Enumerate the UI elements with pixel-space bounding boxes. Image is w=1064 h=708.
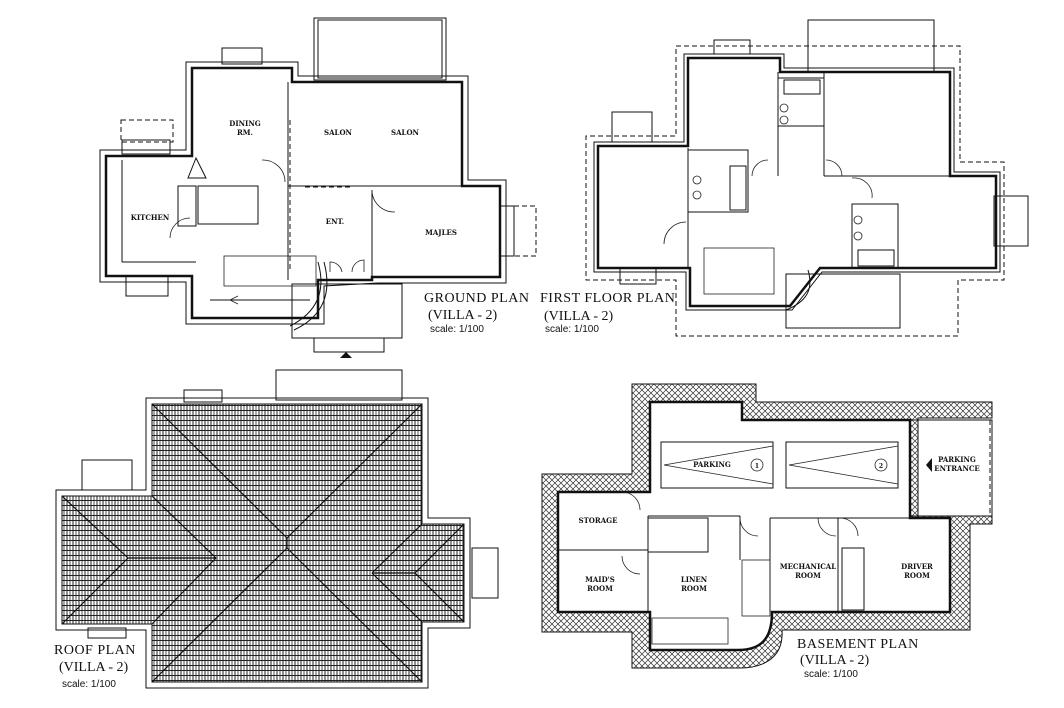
room-label-salon-1: SALON [324,128,353,137]
room-label-driver-1: DRIVER [901,562,933,571]
basement-plan [541,383,993,669]
room-label-mechanical-2: ROOM [795,571,821,580]
room-label-parking-entrance-1: PARKING [938,455,976,464]
room-label-linen-2: ROOM [681,584,707,593]
room-label-linen-1: LINEN [681,575,708,584]
room-label-parking-entrance-2: ENTRANCE [934,464,980,473]
room-label-entrance: ENT. [326,217,344,226]
first-floor-plan-scale: scale: 1/100 [545,324,599,335]
room-label-maids-1: MAID'S [585,575,615,584]
first-floor-plan [585,19,1029,337]
basement-plan-scale: scale: 1/100 [804,669,858,680]
ground-plan-scale: scale: 1/100 [430,324,484,335]
first-floor-plan-subtitle: (VILLA - 2) [544,309,614,324]
roof-plan [55,369,499,689]
room-label-driver-2: ROOM [904,571,930,580]
room-label-dining-1: DINING [229,119,260,128]
room-label-majles: MAJLES [425,228,457,237]
room-label-dining-2: RM. [237,128,253,137]
room-label-mechanical-1: MECHANICAL [780,562,836,571]
ground-plan-subtitle: (VILLA - 2) [428,308,498,323]
room-label-parking: PARKING [693,460,731,469]
roof-plan-subtitle: (VILLA - 2) [59,660,129,675]
basement-plan-subtitle: (VILLA - 2) [800,653,870,668]
room-label-salon-2: SALON [391,128,420,137]
room-label-maids-2: ROOM [587,584,613,593]
parking-number-1: 1 [755,463,759,470]
roof-plan-scale: scale: 1/100 [62,679,116,690]
room-label-storage: STORAGE [579,516,618,525]
basement-plan-title: BASEMENT PLAN [797,637,919,652]
ground-plan [99,17,537,358]
room-label-kitchen: KITCHEN [131,213,170,222]
ground-plan-title: GROUND PLAN [424,291,529,306]
roof-plan-title: ROOF PLAN [54,643,136,658]
parking-number-2: 2 [879,463,883,470]
first-floor-plan-title: FIRST FLOOR PLAN [540,291,675,306]
